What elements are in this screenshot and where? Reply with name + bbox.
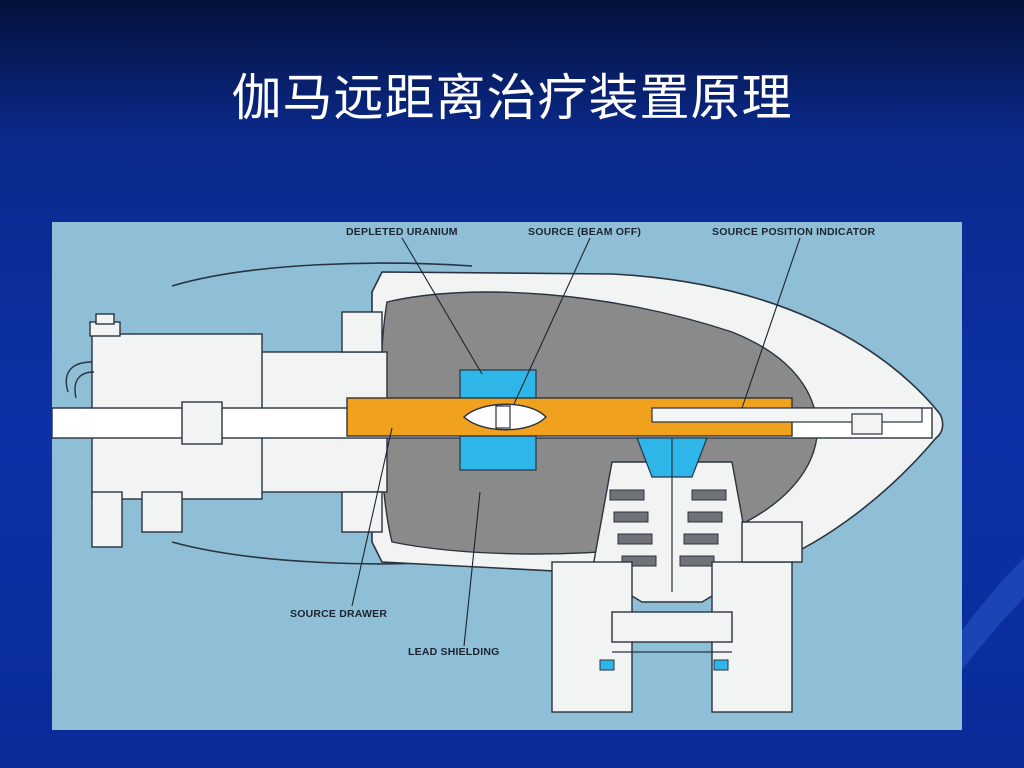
label-source-drawer: SOURCE DRAWER	[290, 608, 388, 620]
diagram-drawing	[52, 237, 944, 713]
label-source-position-indicator: SOURCE POSITION INDICATOR	[712, 226, 876, 238]
label-source-beam-off: SOURCE (BEAM OFF)	[528, 226, 642, 238]
label-depleted-uranium: DEPLETED URANIUM	[346, 226, 458, 238]
gamma-teletherapy-diagram: DEPLETED URANIUM SOURCE (BEAM OFF) SOURC…	[52, 222, 962, 730]
label-lead-shielding: LEAD SHIELDING	[408, 646, 500, 658]
slide-title: 伽马远距离治疗装置原理	[231, 69, 793, 127]
